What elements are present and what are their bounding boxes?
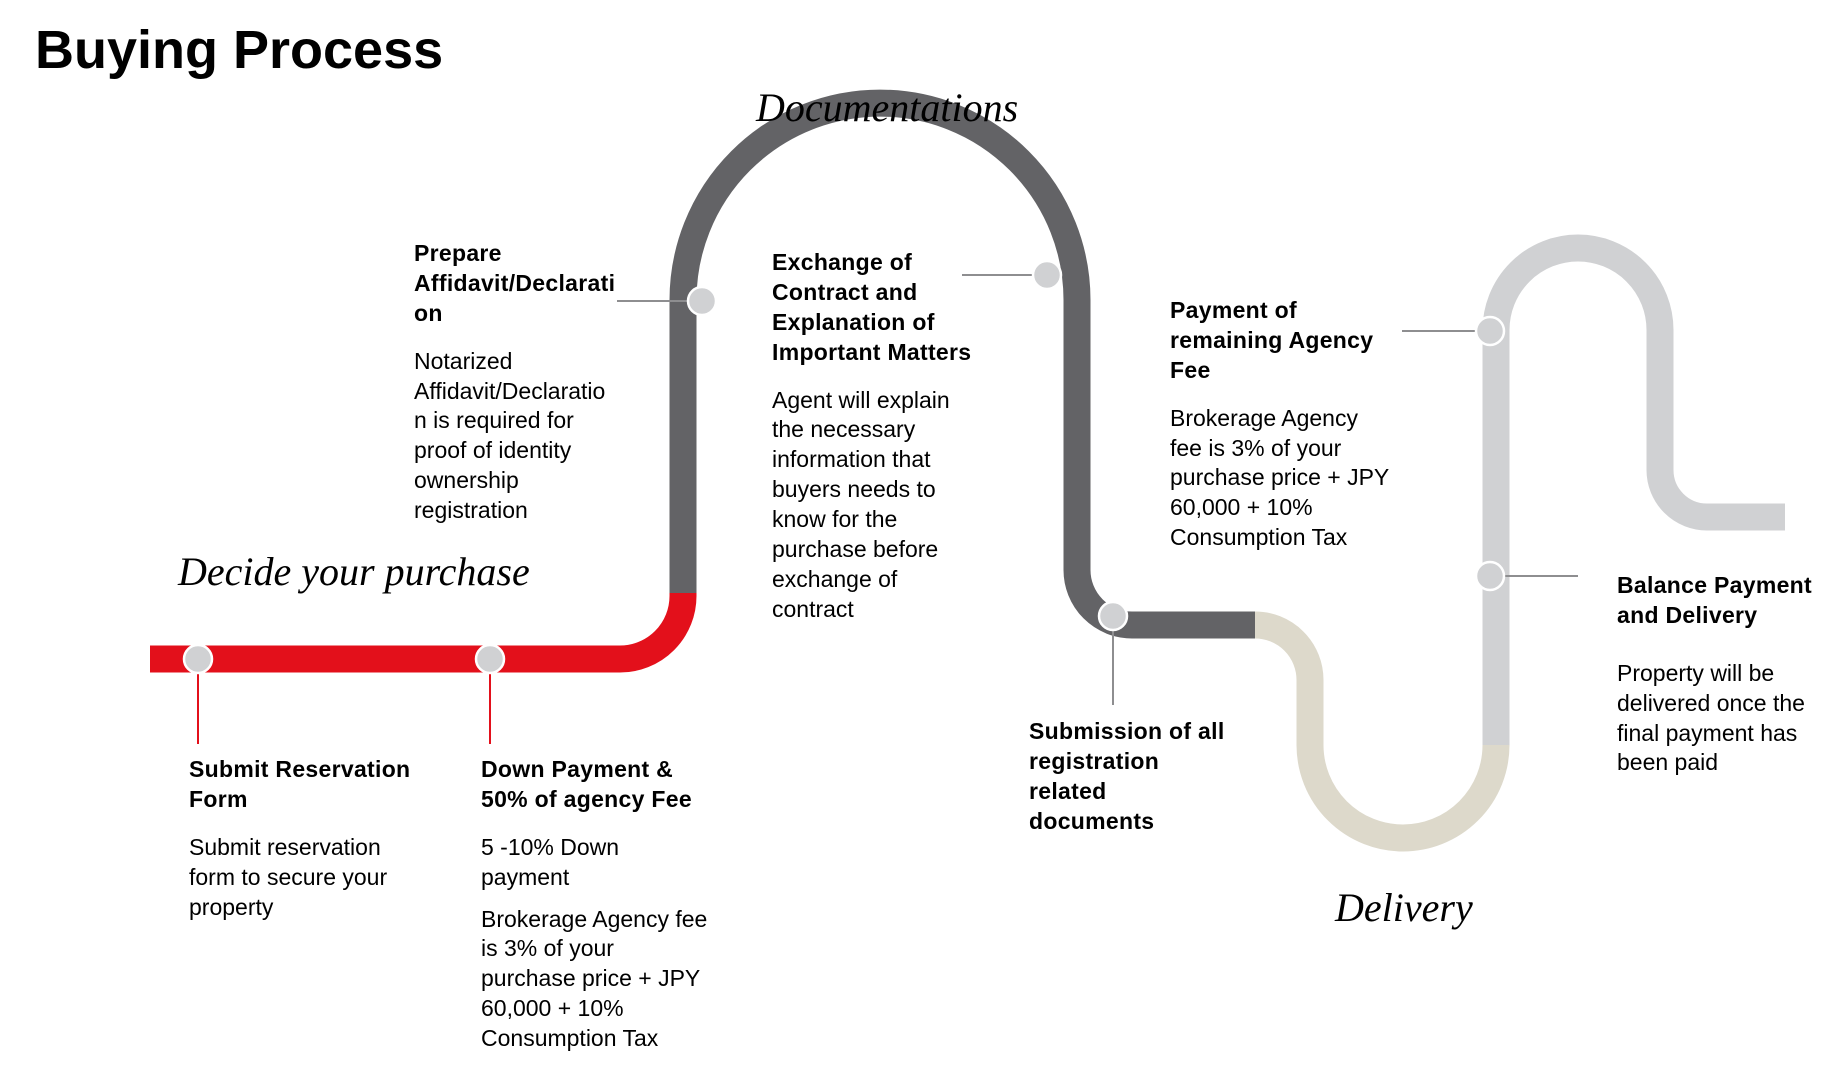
step-description: Brokerage Agency fee is 3% of your purch…: [1170, 404, 1390, 551]
milestone-node-remaining-fee: [1474, 315, 1506, 347]
step-description: Property will be delivered once the fina…: [1617, 659, 1805, 776]
step-balance-delivery: Balance Payment and Delivery Property wi…: [1617, 571, 1839, 790]
road-segment-transition: [1254, 611, 1510, 852]
step-title: Payment of remaining Agency Fee: [1170, 297, 1374, 383]
road-segment-delivery: [1482, 234, 1785, 745]
milestone-node-down-payment: [474, 643, 506, 675]
step-description: Notarized Affidavit/Declaratio n is requ…: [414, 347, 606, 524]
page-title: Buying Process: [35, 20, 444, 80]
step-down-payment: Down Payment & 50% of agency Fee 5 -10% …: [481, 755, 751, 1066]
milestone-node-submit-reservation: [182, 643, 214, 675]
step-title: Prepare Affidavit/Declarati on: [414, 240, 616, 326]
step-title: Submission of all registration related d…: [1029, 718, 1225, 834]
step-title: Submit Reservation Form: [189, 756, 411, 812]
step-title: Down Payment & 50% of agency Fee: [481, 756, 692, 812]
phase-label-delivery: Delivery: [1335, 885, 1473, 930]
milestone-node-balance-delivery: [1474, 560, 1506, 592]
step-remaining-fee: Payment of remaining Agency Fee Brokerag…: [1170, 296, 1430, 565]
step-title: Exchange of Contract and Explanation of …: [772, 249, 972, 365]
road-segment-documentations: [669, 89, 1255, 639]
phase-label-decide: Decide your purchase: [178, 549, 530, 594]
step-title: Balance Payment and Delivery: [1617, 572, 1812, 628]
road-segment-decide: [150, 593, 697, 673]
step-description: 5 -10% Down payment: [481, 833, 620, 890]
milestone-node-affidavit: [686, 285, 718, 317]
step-submission-documents: Submission of all registration related d…: [1029, 717, 1259, 855]
step-description: Submit reservation form to secure your p…: [189, 833, 388, 920]
phase-label-documentations: Documentations: [756, 85, 1019, 130]
milestone-node-exchange-contract: [1031, 259, 1063, 291]
step-description: Agent will explain the necessary informa…: [772, 386, 950, 622]
step-submit-reservation: Submit Reservation Form Submit reservati…: [189, 755, 459, 934]
milestone-node-submission-documents: [1097, 600, 1129, 632]
step-exchange-contract: Exchange of Contract and Explanation of …: [772, 248, 1002, 637]
step-description-fee: Brokerage Agency fee is 3% of your purch…: [481, 905, 708, 1052]
step-affidavit: Prepare Affidavit/Declarati on Notarized…: [414, 239, 644, 538]
